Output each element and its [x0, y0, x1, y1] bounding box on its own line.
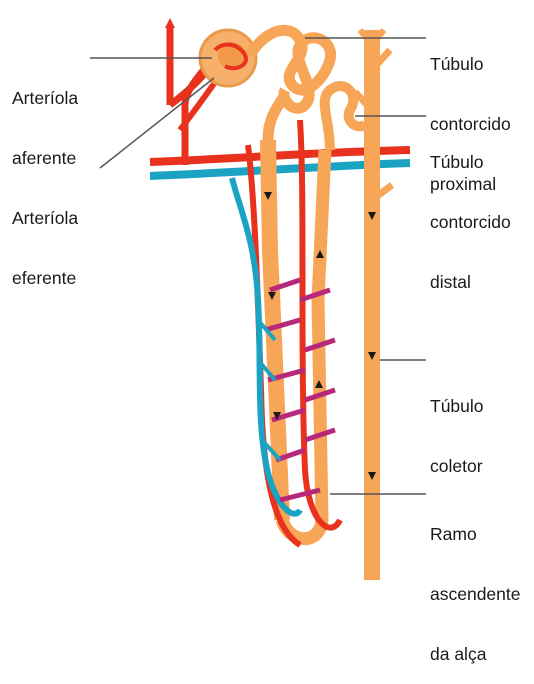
label-arteriola-aferente: Arteríola aferente — [12, 48, 78, 188]
label-arteriola-eferente: Arteríola eferente — [12, 168, 78, 308]
afferent-arteriole-branch — [165, 18, 175, 28]
proximal-convoluted-tubule — [250, 30, 331, 108]
label-tubulo-contorcido-distal: Túbulo contorcido distal — [430, 112, 511, 312]
label-ramo-ascendente-alca: Ramo ascendente da alça — [430, 484, 521, 684]
leader-arteriola-eferente — [100, 78, 214, 168]
label-tubulo-coletor: Túbulo coletor — [430, 356, 484, 496]
proximal-tubule-to-descending — [268, 95, 285, 140]
